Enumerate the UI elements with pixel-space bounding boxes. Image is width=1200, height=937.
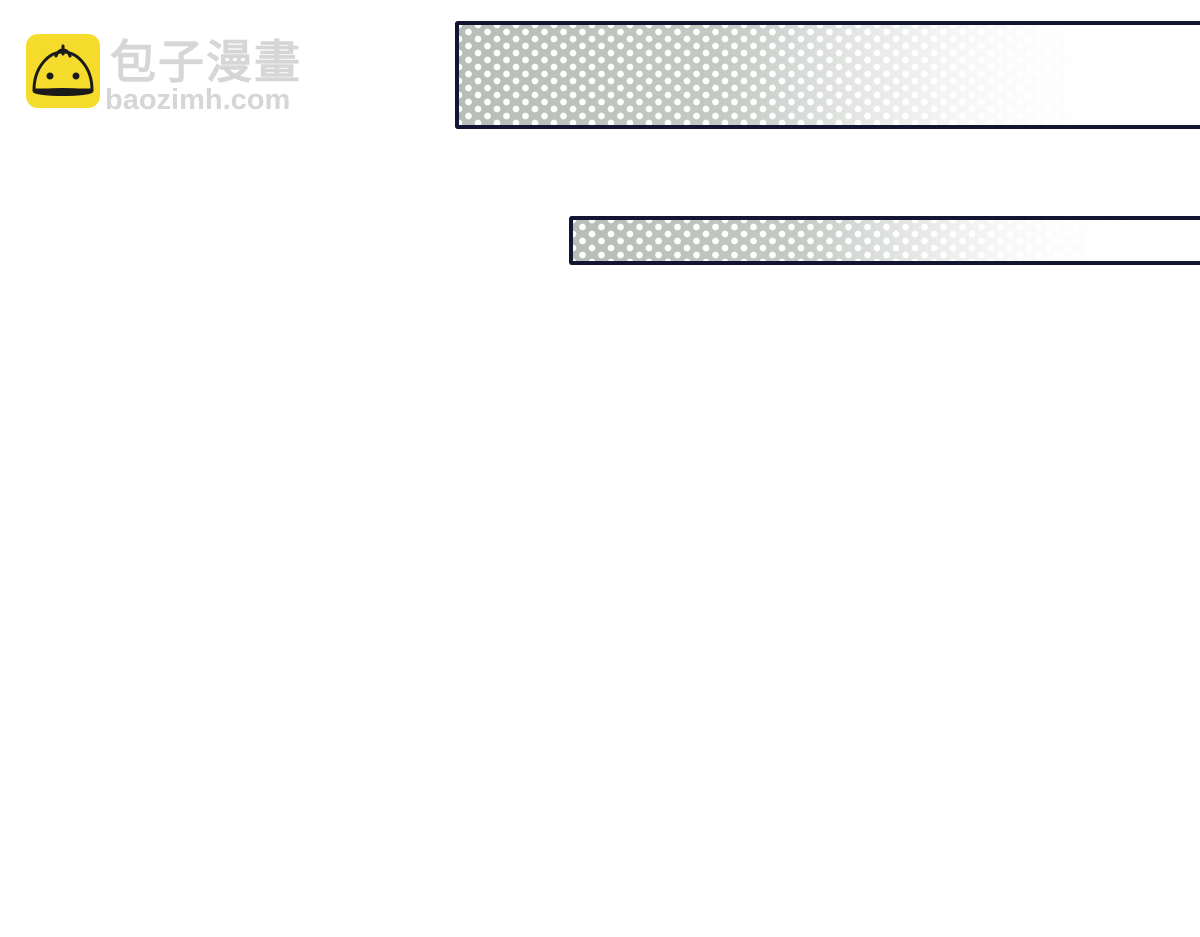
caption-box-top [455, 21, 1200, 129]
watermark: 包子漫畫 baozimh.com [26, 34, 326, 116]
steamed-bun-icon [26, 34, 100, 108]
watermark-url: baozimh.com [105, 84, 291, 116]
caption-box-middle [569, 216, 1200, 265]
watermark-title: 包子漫畫 [110, 35, 302, 89]
